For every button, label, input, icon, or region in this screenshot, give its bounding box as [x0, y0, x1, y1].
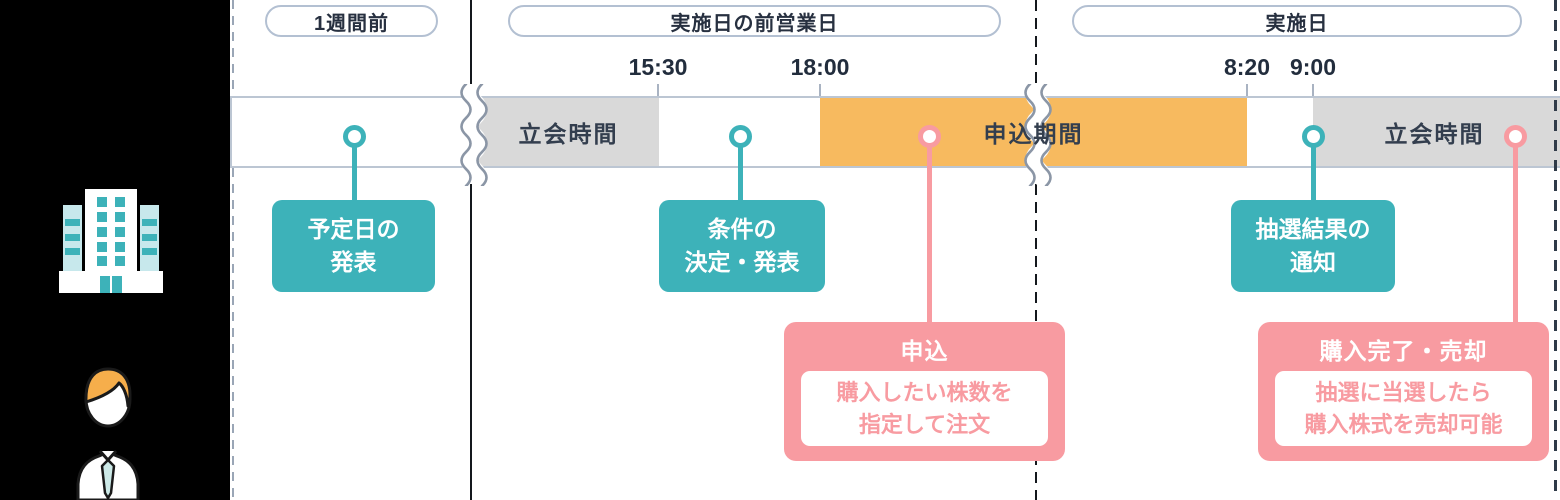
event-box-schedule-announcement: 予定日の 発表 — [272, 200, 435, 292]
phase-pill-one-week-before: 1週間前 — [265, 5, 438, 37]
callout-line: 指定して注文 — [858, 411, 991, 437]
event-box-line: 抽選結果の — [1255, 216, 1371, 242]
event-box-line: 通知 — [1290, 249, 1336, 275]
trading-hours-label-1: 立会時間 — [518, 121, 619, 147]
callout-title: 申込 — [900, 338, 949, 364]
actor-panel — [0, 0, 230, 500]
tick-1800 — [819, 84, 821, 97]
timeline-band — [230, 96, 1560, 168]
event-box-lottery-result: 抽選結果の 通知 — [1231, 200, 1395, 292]
trading-hours-segment-1 — [478, 98, 659, 166]
left-boundary-dash — [232, 168, 234, 500]
trading-hours-label-2: 立会時間 — [1384, 121, 1485, 147]
stem-application — [927, 137, 932, 325]
callout-description: 抽選に当選したら 購入株式を売却可能 — [1275, 371, 1532, 446]
event-marker-application — [918, 125, 941, 148]
application-period-label: 申込期間 — [983, 121, 1084, 147]
event-box-line: 決定・発表 — [684, 249, 800, 275]
callout-line: 購入株式を売却可能 — [1304, 411, 1503, 437]
tick-1530 — [657, 84, 659, 97]
time-label-0820: 8:20 — [1223, 54, 1271, 80]
stem-purchase-complete — [1513, 137, 1518, 325]
event-box-line: 予定日の — [307, 216, 400, 242]
event-marker-purchase-complete — [1504, 125, 1527, 148]
stem-terms-decision — [738, 137, 743, 203]
tick-0820 — [1246, 84, 1248, 97]
stem-lottery-result — [1311, 137, 1316, 203]
time-label-0900: 9:00 — [1289, 54, 1337, 80]
phase-pill-prev-business-day: 実施日の前営業日 — [508, 5, 1001, 37]
phase-label: 実施日の前営業日 — [670, 12, 839, 35]
callout-description: 購入したい株数を 指定して注文 — [801, 371, 1048, 446]
time-label-1530: 15:30 — [628, 54, 688, 80]
phase-label: 1週間前 — [313, 12, 390, 35]
investor-person-icon — [76, 367, 140, 500]
event-marker-terms-decision — [729, 125, 752, 148]
section-divider-1 — [470, 184, 472, 500]
callout-box-application: 申込 購入したい株数を 指定して注文 — [784, 322, 1065, 461]
callout-title: 購入完了・売却 — [1319, 338, 1488, 364]
stem-schedule-announcement — [352, 137, 357, 203]
event-marker-lottery-result — [1302, 125, 1325, 148]
time-label-1800: 18:00 — [790, 54, 850, 80]
section-divider-2 — [1035, 0, 1037, 86]
callout-line: 購入したい株数を — [836, 379, 1013, 405]
event-box-terms-decision: 条件の 決定・発表 — [659, 200, 825, 292]
phase-label: 実施日 — [1265, 12, 1329, 35]
phase-pill-execution-day: 実施日 — [1072, 5, 1522, 37]
right-boundary-dash — [1554, 0, 1557, 500]
event-marker-schedule-announcement — [343, 125, 366, 148]
callout-box-purchase-complete: 購入完了・売却 抽選に当選したら 購入株式を売却可能 — [1258, 322, 1549, 461]
section-divider-1 — [470, 0, 472, 86]
tick-0900 — [1312, 84, 1314, 97]
event-box-line: 条件の — [707, 216, 777, 242]
company-building-icon — [59, 189, 163, 293]
callout-line: 抽選に当選したら — [1315, 379, 1492, 405]
left-boundary-dash — [232, 0, 234, 96]
event-box-line: 発表 — [330, 249, 377, 275]
